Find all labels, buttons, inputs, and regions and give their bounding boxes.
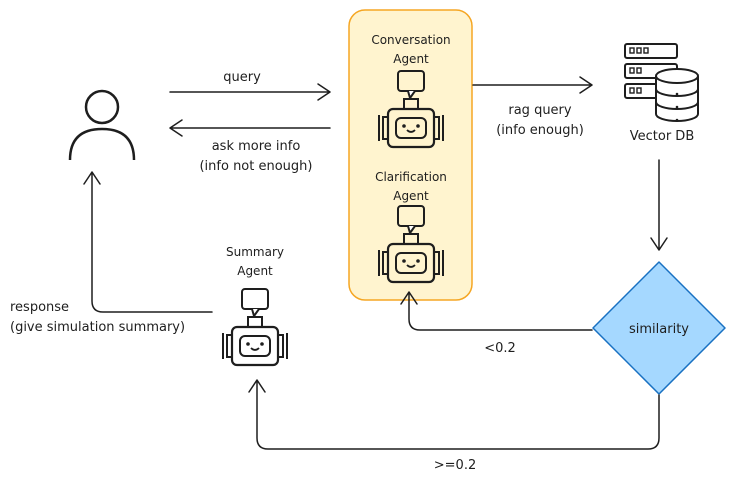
high-similarity-arrow: [248, 379, 660, 450]
summary-agent-subtitle: Agent: [237, 264, 273, 278]
vector-db-label: Vector DB: [630, 129, 695, 144]
ask-more-info-arrow: [169, 119, 331, 137]
low-similarity-label: <0.2: [484, 341, 516, 356]
query-label: query: [223, 70, 261, 85]
ask-more-info-label: ask more info: [212, 139, 301, 154]
ask-more-info-sublabel: (info not enough): [199, 159, 312, 174]
query-arrow: [169, 83, 331, 101]
similarity-diamond: [592, 261, 726, 395]
summary-agent-title: Summary: [226, 245, 284, 259]
summary-robot-icon: [221, 287, 289, 367]
high-similarity-label: >=0.2: [434, 458, 476, 473]
clarification-agent-title: Clarification: [375, 170, 447, 184]
similarity-label: similarity: [629, 322, 689, 337]
database-icon: [655, 68, 699, 122]
clarification-agent-subtitle: Agent: [393, 189, 429, 203]
rag-query-sublabel: (info enough): [496, 123, 584, 138]
rag-query-label: rag query: [508, 103, 572, 118]
response-sublabel: (give simulation summary): [10, 320, 185, 335]
conversation-agent-subtitle: Agent: [393, 52, 429, 66]
response-label: response: [10, 300, 69, 315]
conversation-agent-title: Conversation: [371, 33, 450, 47]
user-icon: [68, 89, 136, 161]
response-arrow: [83, 171, 213, 313]
agent-group-box: [348, 9, 473, 301]
low-similarity-arrow: [400, 291, 593, 331]
db-to-similarity-arrow: [650, 159, 668, 251]
rag-query-arrow: [472, 76, 593, 94]
